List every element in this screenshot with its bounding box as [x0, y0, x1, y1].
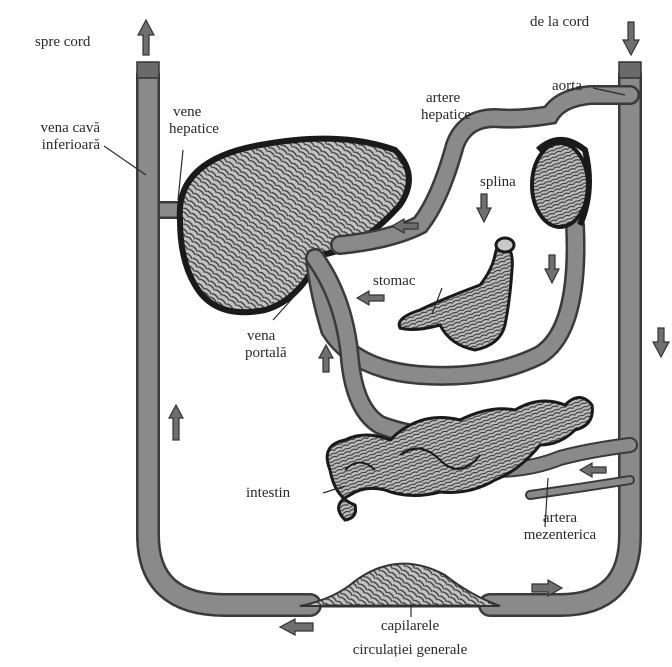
down-arrow-de-la-cord: [623, 22, 639, 55]
label-artera-mezenterica-line2: mezenterica: [500, 527, 620, 543]
label-vena-cava-line1: vena cavă: [8, 120, 100, 136]
label-intestin: intestin: [246, 485, 290, 501]
label-capilarele-line1: capilarele: [300, 618, 520, 634]
label-spre-cord: spre cord: [35, 34, 90, 50]
stomach: [399, 238, 514, 350]
down-arrow-stomach: [477, 194, 491, 222]
up-arrow-portal: [319, 345, 333, 372]
label-vena-portala-line2: portală: [245, 345, 287, 361]
spleen: [532, 140, 589, 227]
label-de-la-cord: de la cord: [530, 14, 589, 30]
label-capilarele-line2: circulației generale: [300, 642, 520, 658]
label-artera-mezenterica-line1: artera: [500, 510, 620, 526]
down-arrow-right-vessel: [653, 328, 669, 357]
label-artere-hepatice-line2: hepatice: [421, 107, 471, 123]
left-arrow-mesenteric: [580, 463, 606, 477]
left-arrow-stomach: [357, 291, 384, 305]
general-capillaries: [300, 564, 500, 606]
label-vena-cava-line2: inferioară: [8, 137, 100, 153]
up-arrow-left-vessel: [169, 405, 183, 440]
label-splina: splina: [480, 174, 516, 190]
label-stomac: stomac: [373, 273, 416, 289]
label-vene-hepatice-line2: hepatice: [169, 121, 219, 137]
down-arrow-spleen: [545, 255, 559, 283]
label-vena-portala-line1: vena: [247, 328, 275, 344]
label-aorta: aorta: [552, 78, 582, 94]
up-arrow-spre-cord: [138, 20, 154, 55]
label-vene-hepatice-line1: vene: [173, 104, 201, 120]
label-artere-hepatice-line1: artere: [426, 90, 460, 106]
